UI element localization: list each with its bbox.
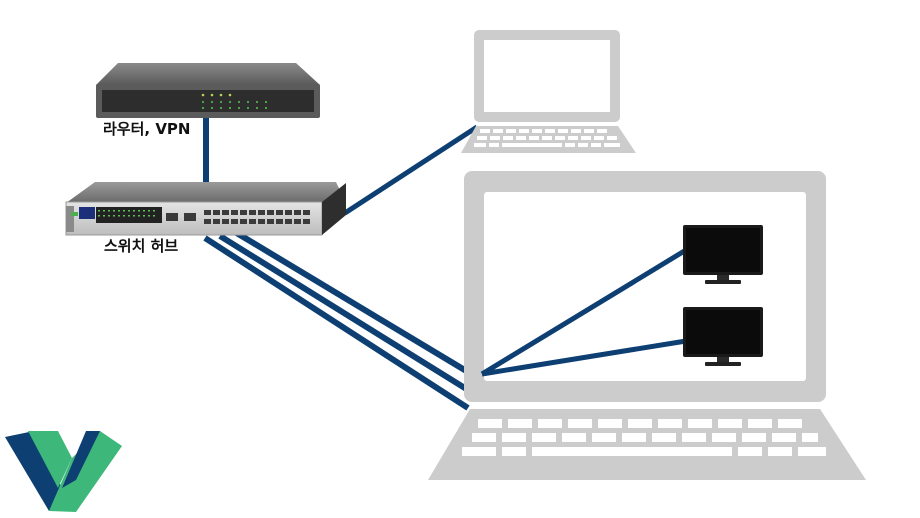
- cable-switch-laptop-large-2: [218, 233, 470, 393]
- laptop-icon: [461, 30, 636, 153]
- cables: [203, 116, 479, 411]
- company-logo: [5, 431, 122, 512]
- switch-hub-label: 스위치 허브: [104, 237, 179, 255]
- cable-hub-monitor-bottom: [481, 338, 687, 377]
- cable-hub-monitor-top: [480, 247, 688, 377]
- network-switch-icon: [65, 182, 346, 236]
- router-icon: [96, 63, 320, 118]
- router-label: 라우터, VPN: [103, 120, 191, 138]
- cable-switch-laptop-large-3: [203, 235, 470, 411]
- laptop-icon: [428, 171, 866, 480]
- desktop-monitor-icon: [683, 307, 763, 366]
- desktop-monitor-icon: [683, 225, 763, 284]
- cable-switch-laptop-small: [343, 124, 479, 216]
- cable-switch-laptop-large-1: [233, 229, 470, 375]
- internal-cables: [480, 247, 688, 377]
